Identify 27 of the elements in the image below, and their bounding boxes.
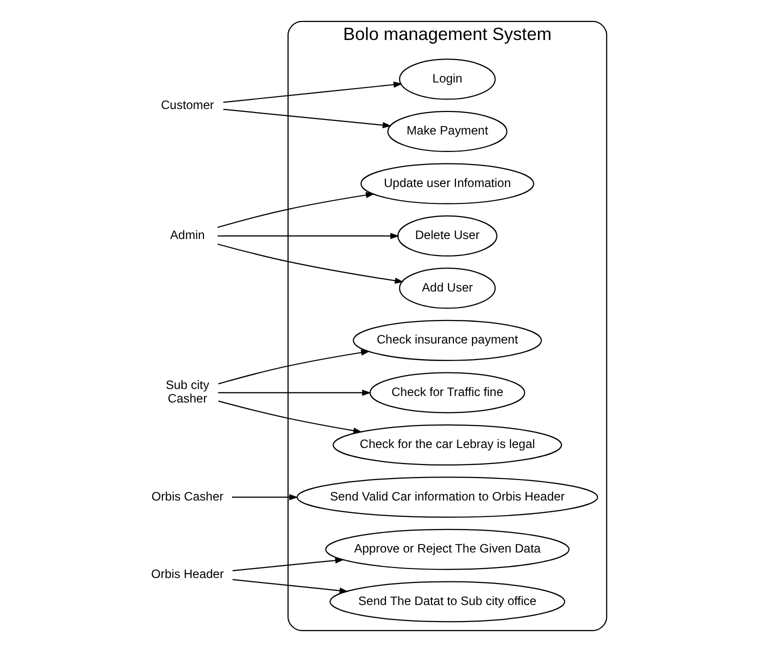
node-ellipse: Send The Datat to Sub city office	[330, 581, 566, 622]
arrow	[217, 192, 375, 228]
node-text: Customer	[160, 98, 214, 112]
node-ellipse: Check for the car Lebray is legal	[332, 424, 562, 466]
node-text: Sub city Casher	[166, 378, 210, 406]
node-ellipse: Check for Traffic fine	[370, 372, 526, 414]
node-text: Orbis Casher	[151, 489, 224, 504]
arrow	[218, 390, 372, 396]
node-ellipse: Make Payment	[387, 110, 508, 152]
node-ellipse: Add User	[399, 268, 496, 309]
node-text: Admin	[170, 228, 205, 242]
node-ellipse: Approve or Reject The Given Data	[325, 528, 570, 570]
arrow	[218, 400, 362, 434]
arrow	[223, 82, 402, 103]
arrow	[232, 579, 348, 594]
node-ellipse: Check insurance payment	[352, 320, 542, 362]
node-ellipse: Update user Infomation	[360, 163, 534, 204]
node-ellipse: Login	[399, 58, 496, 100]
arrow	[218, 232, 400, 240]
arrow	[217, 244, 404, 284]
node-ellipse: Delete User	[397, 215, 498, 257]
arrow	[218, 350, 370, 384]
arrow	[223, 108, 392, 128]
arrow	[232, 494, 298, 500]
node-text: Orbis Header	[151, 567, 224, 582]
arrow	[232, 557, 344, 572]
node-ellipse: Send Valid Car information to Orbis Header	[296, 476, 598, 518]
